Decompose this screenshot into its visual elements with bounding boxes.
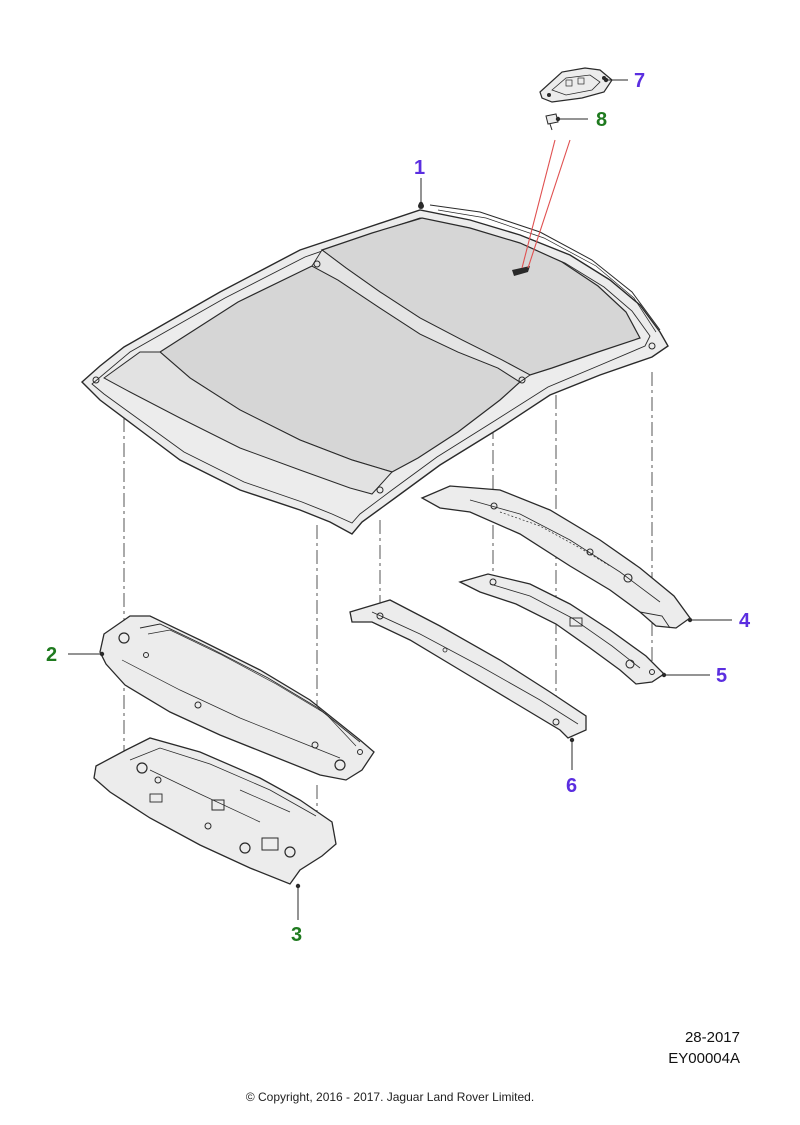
front-header-upper	[420, 485, 691, 629]
callout-7: 7	[634, 70, 645, 92]
reference-date: 28-2017	[684, 1029, 740, 1046]
callout-numbers: 1 2 3 4 5 6 7 8	[46, 70, 751, 946]
callout-leaders	[68, 77, 732, 920]
antenna-clip	[545, 113, 559, 131]
callout-8: 8	[596, 109, 607, 131]
rear-header-reinforcement	[99, 615, 375, 781]
antenna-leader-lines	[521, 139, 571, 269]
callout-3: 3	[291, 924, 302, 946]
copyright-notice: © Copyright, 2016 - 2017. Jaguar Land Ro…	[245, 1090, 535, 1104]
callout-5: 5	[716, 665, 727, 687]
antenna-cover	[539, 67, 613, 103]
callout-6: 6	[566, 775, 577, 797]
reference-id: EY00004A	[668, 1050, 740, 1067]
centre-cross-member	[349, 599, 587, 739]
rear-lower-panel	[93, 737, 337, 885]
callout-4: 4	[739, 610, 751, 632]
callout-1: 1	[414, 157, 425, 179]
front-header-lower	[458, 573, 666, 685]
callout-2: 2	[46, 644, 57, 666]
roof-panel	[80, 203, 669, 535]
